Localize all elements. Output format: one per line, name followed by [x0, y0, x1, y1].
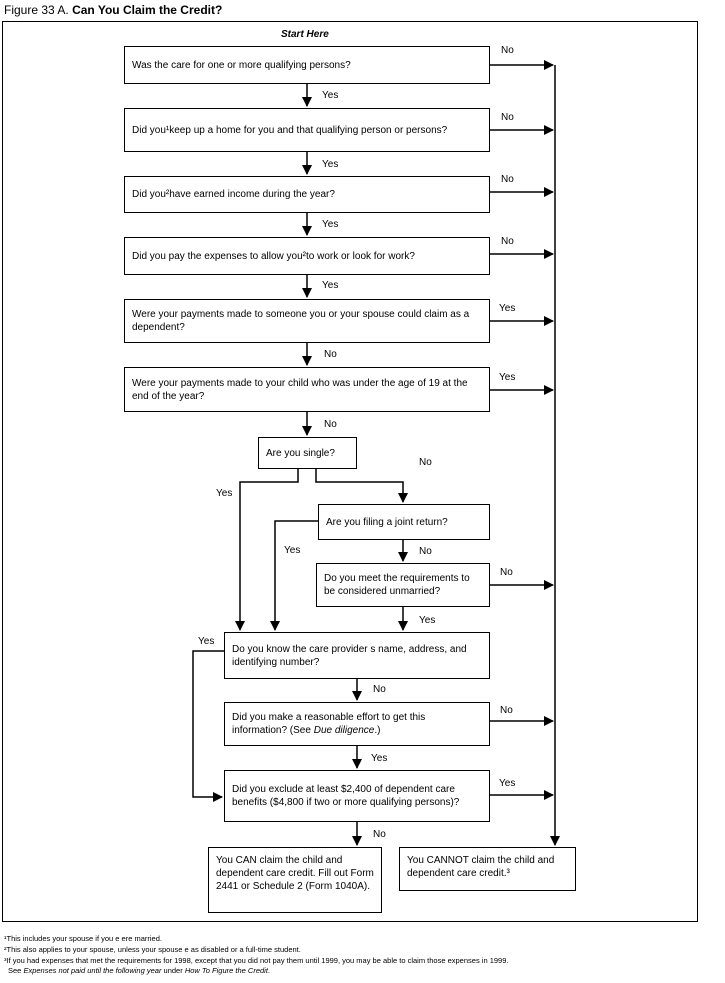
- label-yes: Yes: [322, 219, 339, 230]
- footnote-3: ³If you had expenses that met the requir…: [4, 956, 509, 965]
- result-cannot-claim: You CANNOT claim the child and dependent…: [399, 847, 576, 891]
- label-yes: Yes: [322, 159, 339, 170]
- label-no: No: [501, 174, 514, 185]
- q-joint-return: Are you filing a joint return?: [318, 504, 490, 540]
- footnote-1: ¹This includes your spouse if you e ere …: [4, 934, 162, 943]
- q-exclude-benefits: Did you exclude at least $2,400 of depen…: [224, 770, 490, 822]
- q-unmarried-text: Do you meet the requirements to be consi…: [324, 573, 470, 597]
- q-single: Are you single?: [258, 437, 357, 469]
- label-no: No: [324, 349, 337, 360]
- q-reasonable-effort-text: Did you make a reasonable effort to get …: [232, 711, 482, 737]
- q-know-provider-text: Do you know the care provider s name, ad…: [232, 643, 467, 668]
- start-here-label: Start Here: [281, 29, 329, 40]
- footnote-ref-figure-credit: How To Figure the Credit: [184, 966, 268, 975]
- figure-title: Figure 33 A. Can You Claim the Credit?: [4, 3, 222, 17]
- result-can-claim: You CAN claim the child and dependent ca…: [208, 847, 382, 913]
- q-payments-dependent-text: Were your payments made to someone you o…: [132, 309, 470, 333]
- label-yes: Yes: [322, 90, 339, 101]
- label-no: No: [500, 567, 513, 578]
- label-yes: Yes: [198, 636, 215, 647]
- label-no: No: [501, 112, 514, 123]
- label-yes: Yes: [322, 280, 339, 291]
- q-pay-expenses: Did you pay the expenses to allow you²to…: [124, 237, 490, 275]
- q-reasonable-effort: Did you make a reasonable effort to get …: [224, 702, 490, 746]
- due-diligence-ref: Due diligence: [313, 725, 375, 736]
- q-know-provider: Do you know the care provider s name, ad…: [224, 632, 490, 679]
- label-no: No: [501, 236, 514, 247]
- label-yes: Yes: [499, 778, 516, 789]
- label-yes: Yes: [284, 545, 301, 556]
- q-payments-child-text: Were your payments made to your child wh…: [132, 377, 468, 402]
- q-earned-income-text: Did you²have earned income during the ye…: [132, 189, 335, 200]
- label-no: No: [324, 419, 337, 430]
- footnote-text: .: [267, 966, 270, 975]
- label-yes: Yes: [371, 753, 388, 764]
- result-can-claim-text: You CAN claim the child and dependent ca…: [216, 855, 374, 892]
- label-no: No: [501, 45, 514, 56]
- q-payments-child: Were your payments made to your child wh…: [124, 367, 490, 412]
- footnote-2: ²This also applies to your spouse, unles…: [4, 945, 301, 954]
- label-no: No: [419, 457, 432, 468]
- flowchart-frame: [2, 21, 698, 922]
- q-joint-return-text: Are you filing a joint return?: [326, 516, 448, 528]
- label-no: No: [500, 705, 513, 716]
- q-keep-home-text: Did you¹keep up a home for you and that …: [132, 124, 448, 136]
- label-yes: Yes: [216, 488, 233, 499]
- figure-heading: Can You Claim the Credit?: [72, 3, 223, 17]
- q-single-text: Are you single?: [266, 447, 335, 459]
- q-unmarried: Do you meet the requirements to be consi…: [316, 563, 490, 607]
- q-qualifying-persons: Was the care for one or more qualifying …: [124, 46, 490, 84]
- q-exclude-benefits-text: Did you exclude at least $2,400 of depen…: [232, 784, 460, 808]
- q-payments-dependent: Were your payments made to someone you o…: [124, 299, 490, 343]
- result-cannot-claim-text: You CANNOT claim the child and dependent…: [407, 855, 555, 879]
- figure-label: Figure 33 A.: [4, 3, 69, 17]
- footnote-text: See: [8, 966, 24, 975]
- q-reasonable-effort-text-a: Did you make a reasonable effort to get …: [232, 712, 426, 736]
- label-yes: Yes: [499, 303, 516, 314]
- label-no: No: [373, 684, 386, 695]
- q-qualifying-persons-text: Was the care for one or more qualifying …: [132, 59, 351, 71]
- q-reasonable-effort-text-c: .): [374, 725, 381, 736]
- footnote-3-continued: See Expenses not paid until the followin…: [8, 966, 270, 975]
- label-no: No: [419, 546, 432, 557]
- footnote-ref-expenses: Expenses not paid until the following ye…: [23, 966, 162, 975]
- q-pay-expenses-text: Did you pay the expenses to allow you²to…: [132, 250, 415, 262]
- label-yes: Yes: [419, 615, 436, 626]
- q-keep-home: Did you¹keep up a home for you and that …: [124, 108, 490, 152]
- label-yes: Yes: [499, 372, 516, 383]
- footnote-text: under: [161, 966, 185, 975]
- q-earned-income: Did you²have earned income during the ye…: [124, 176, 490, 213]
- label-no: No: [373, 829, 386, 840]
